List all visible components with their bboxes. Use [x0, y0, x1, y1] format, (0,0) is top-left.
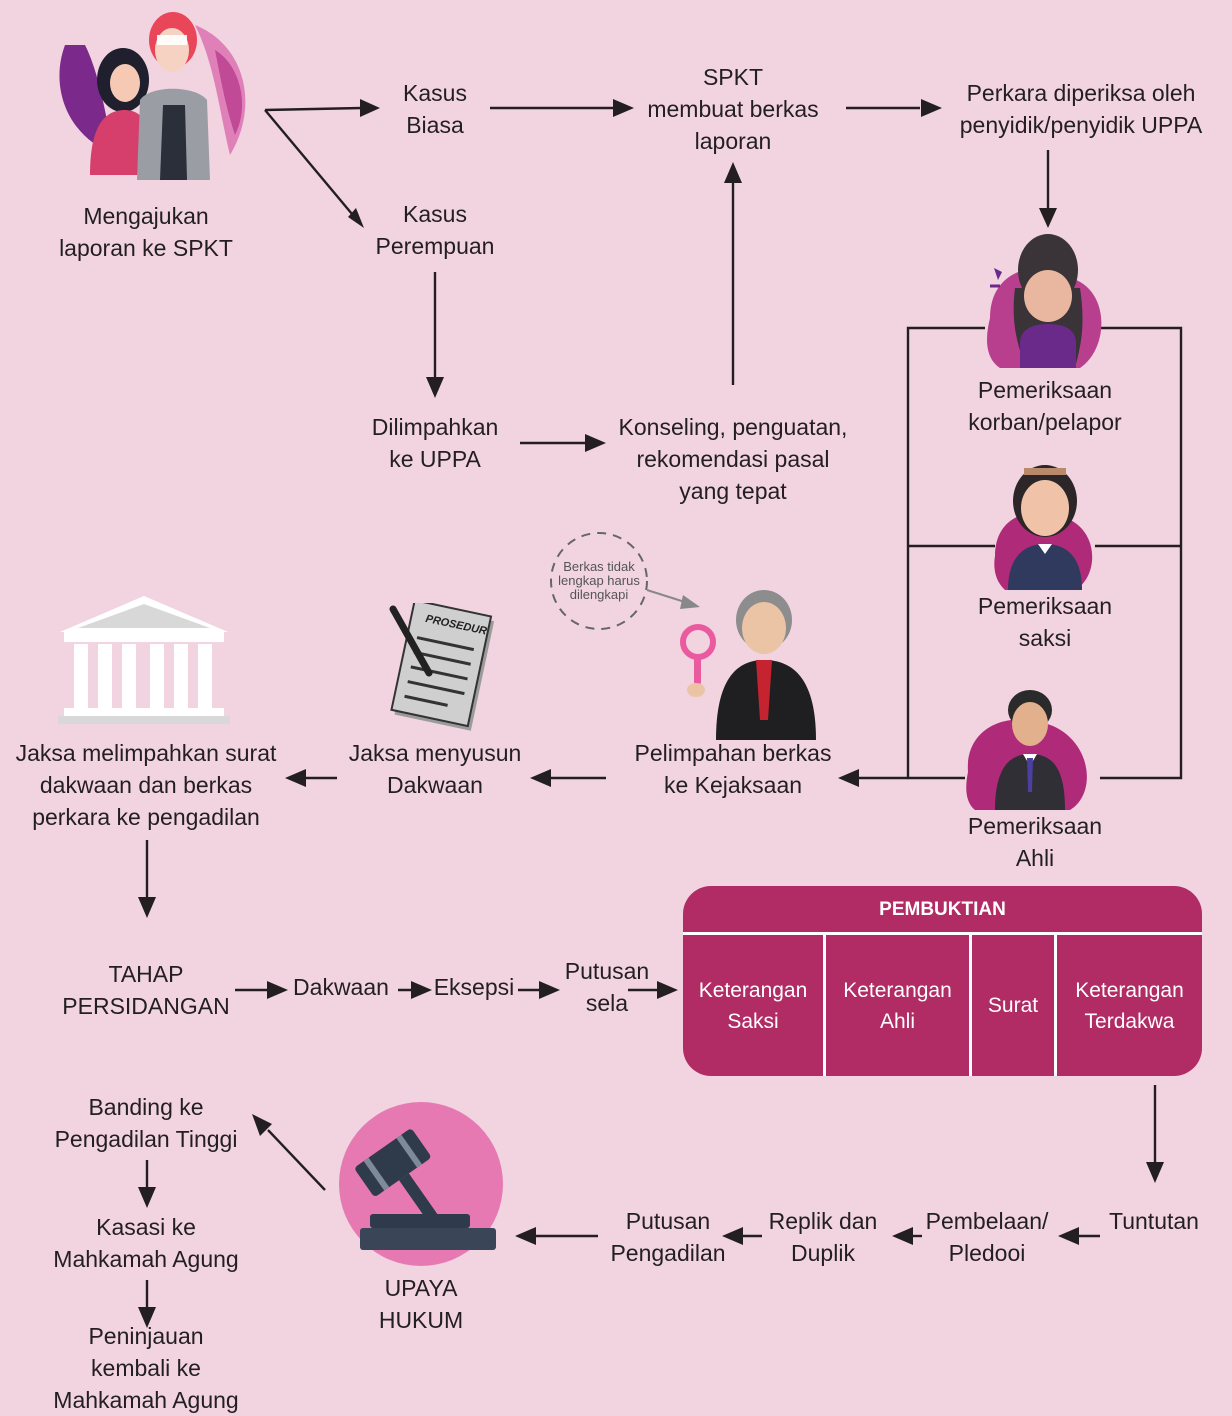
node-spkt: SPKT membuat berkas laporan [647, 64, 819, 154]
node-perkara: Perkara diperiksa oleh penyidik/penyidik… [959, 80, 1203, 138]
investigator-magnifier-icon [680, 590, 816, 740]
pembuktian-separator [1054, 935, 1057, 1076]
crying-victim-icon [987, 234, 1102, 368]
node-mengajukan: Mengajukan laporan ke SPKT [59, 203, 233, 261]
expert-man-icon [966, 690, 1087, 810]
pembuktian-separator [823, 935, 826, 1076]
witness-woman-icon [994, 465, 1093, 590]
couple-icon [59, 12, 246, 180]
node-upaya: UPAYA HUKUM [378, 1275, 464, 1333]
berkas-note: Berkas tidak lengkap harus dilengkapi [558, 559, 640, 602]
node-kasus-perempuan: Kasus Perempuan [375, 201, 495, 259]
node-melimpahkan: Jaksa melimpahkan surat dakwaan dan berk… [15, 740, 277, 830]
pembuktian-separator [969, 935, 972, 1076]
node-menyusun: Jaksa menyusun Dakwaan [348, 740, 522, 798]
node-tahap: TAHAP PERSIDANGAN [62, 961, 230, 1019]
pembuktian-box: PEMBUKTIAN Keterangan Saksi Keterangan A… [683, 886, 1202, 1076]
pembuktian-divider [683, 932, 1202, 935]
node-korban: Pemeriksaan korban/pelapor [968, 377, 1122, 435]
node-dakwaan: Dakwaan [293, 974, 389, 1000]
node-ahli: Pemeriksaan Ahli [967, 813, 1103, 871]
node-pembelaan: Pembelaan/ Pledooi [925, 1208, 1049, 1266]
node-pelimpahan: Pelimpahan berkas ke Kejaksaan [634, 740, 832, 798]
pembuktian-item-surat: Surat [987, 994, 1039, 1017]
pembuktian-item-keterangan-terdakwa: Keterangan Terdakwa [1075, 978, 1184, 1033]
node-dilimpahkan: Dilimpahkan ke UPPA [371, 414, 499, 472]
pembuktian-item-keterangan-saksi: Keterangan Saksi [698, 978, 808, 1033]
node-eksepsi: Eksepsi [433, 974, 515, 1000]
node-putusan-sela: Putusan sela [564, 958, 650, 1016]
prosecutor-document-icon [389, 603, 495, 731]
node-banding: Banding ke Pengadilan Tinggi [54, 1094, 238, 1152]
node-saksi: Pemeriksaan saksi [977, 593, 1113, 651]
judge-gavel-icon [339, 1102, 503, 1266]
node-tuntutan: Tuntutan [1109, 1208, 1199, 1234]
node-replik: Replik dan Duplik [768, 1208, 878, 1266]
node-peninjauan: Peninjauan kembali ke Mahkamah Agung [53, 1323, 239, 1413]
pembuktian-title: PEMBUKTIAN [879, 899, 1006, 920]
node-kasasi: Kasasi ke Mahkamah Agung [53, 1214, 239, 1272]
courthouse-icon [58, 596, 230, 724]
node-kasus-biasa: Kasus Biasa [403, 80, 467, 138]
pembuktian-item-keterangan-ahli: Keterangan Ahli [843, 978, 952, 1033]
node-konseling: Konseling, penguatan, rekomendasi pasal … [618, 414, 848, 504]
node-putusan-pengadilan: Putusan Pengadilan [610, 1208, 726, 1266]
